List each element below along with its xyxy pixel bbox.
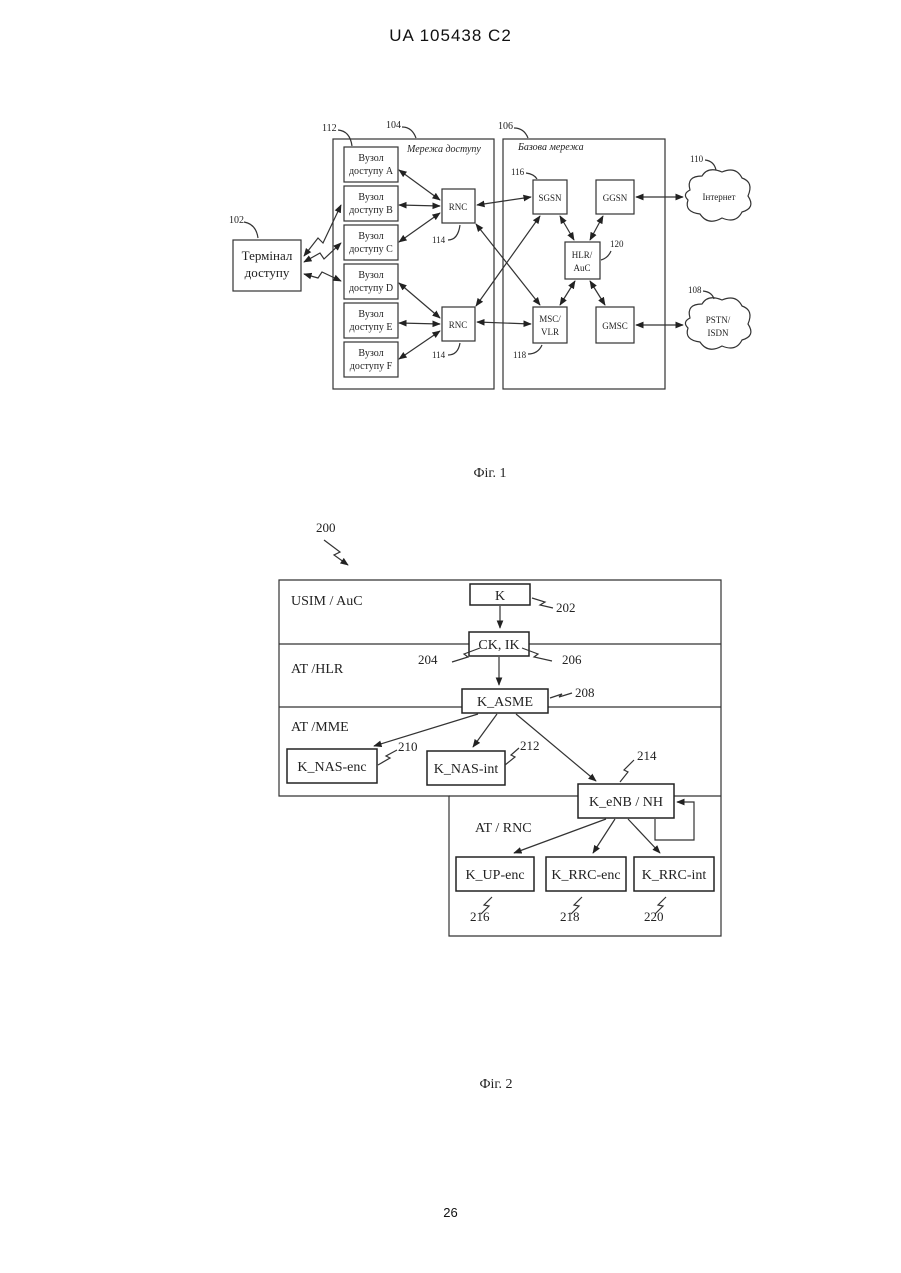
rnc-label: RNC [449,320,468,330]
access-node-d: Вузол доступу D [344,264,398,299]
msc-label: VLR [541,327,559,337]
access-node-label: доступу A [349,166,394,177]
nodes-ref: 112 [322,123,337,134]
key-k-nas-enc-label: K_NAS-enc [297,760,366,775]
access-node-f: Вузол доступу F [344,342,398,377]
key-k-enb-nh-label: K_eNB / NH [589,795,663,810]
core-network-label: Базова мережа [517,142,584,153]
figure-2-ref-arrow [324,540,348,565]
arrow-kenb-rrcenc [593,819,615,853]
key-k-rrc-int-ref: 220 [644,909,664,924]
layer-at-mme: AT /MME [291,720,349,735]
core-network-ref: 106 [498,121,513,132]
hlr-label: HLR/ [572,250,593,260]
terminal-label: Термінал [242,248,293,263]
key-k-rrc-int: K_RRC-int 220 [634,857,714,924]
figure-1: Мережа доступу 104 Базова мережа 106 112… [229,120,751,481]
key-k-nas-int-ref: 212 [520,738,540,753]
sgsn-label: SGSN [538,193,562,203]
rnc-ref: 114 [432,235,446,245]
ggsn-label: GGSN [603,193,628,203]
internet-ref: 110 [690,154,704,164]
arrow-kasme-nasenc [374,714,478,746]
key-k-up-enc-ref: 216 [470,909,490,924]
rnc-ref: 114 [432,350,446,360]
internet-label: Інтернет [703,192,736,202]
access-terminal: Термінал доступу 102 [229,215,301,291]
internet-cloud: Інтернет 110 [685,154,750,221]
access-node-label: Вузол [358,231,383,242]
access-network-ref: 104 [386,120,401,131]
layer-at-rnc: AT / RNC [475,821,532,836]
access-node-a: Вузол доступу A [344,147,398,182]
key-k-enb-nh: K_eNB / NH 214 [578,748,694,840]
pstn-ref: 108 [688,285,702,295]
access-node-label: доступу E [350,322,393,333]
key-k-nas-enc-ref: 210 [398,739,418,754]
msc-label: MSC/ [539,314,561,324]
access-node-c: Вузол доступу C [344,225,398,260]
hlr-ref: 120 [610,239,624,249]
access-node-label: доступу D [349,283,393,294]
access-node-label: Вузол [358,270,383,281]
terminal-label: доступу [245,265,290,280]
access-node-label: доступу F [350,361,393,372]
rnc-label: RNC [449,202,468,212]
ggsn: GGSN [596,180,634,214]
access-node-label: доступу C [349,244,393,255]
key-k-ref: 202 [556,600,576,615]
access-node-label: Вузол [358,192,383,203]
key-k-up-enc: K_UP-enc 216 [456,857,534,924]
pstn-label: ISDN [707,328,729,338]
key-k-up-enc-label: K_UP-enc [465,868,524,883]
leader-104 [402,127,416,138]
key-k-rrc-enc-ref: 218 [560,909,580,924]
key-k-asme-ref: 208 [575,685,595,700]
key-ck-ik-ref-right: 206 [562,652,582,667]
key-k-enb-nh-ref: 214 [637,748,657,763]
access-network-label: Мережа доступу [406,144,481,155]
figure-1-caption: Фіг. 1 [473,466,506,481]
pstn-label: PSTN/ [706,315,731,325]
key-ck-ik-label: CK, IK [478,638,519,653]
hlr-label: AuC [573,263,590,273]
access-node-label: Вузол [358,309,383,320]
access-node-e: Вузол доступу E [344,303,398,338]
access-node-label: доступу B [349,205,393,216]
arrow-kasme-nasint [473,714,497,747]
sgsn-ref: 116 [511,167,525,177]
key-ck-ik-ref-left: 204 [418,652,438,667]
access-node-b: Вузол доступу B [344,186,398,221]
layer-at-hlr: AT /HLR [291,662,344,677]
key-ck-ik: CK, IK 204 206 [418,632,582,667]
page-number: 26 [0,1205,901,1220]
figure-2: 200 USIM / AuC AT /HLR AT /MME AT / RNC … [279,520,721,1092]
key-k-asme-label: K_ASME [477,695,533,710]
pstn-cloud: PSTN/ ISDN 108 [685,285,750,349]
key-k-nas-enc: K_NAS-enc 210 [287,739,418,783]
key-k-nas-int-label: K_NAS-int [434,762,499,777]
key-k-label: K [495,589,505,604]
key-k-nas-int: K_NAS-int 212 [427,738,540,785]
msc-ref: 118 [513,350,527,360]
terminal-ref: 102 [229,215,244,226]
key-k: K 202 [470,584,576,615]
leader-106 [514,128,528,138]
figure-2-ref: 200 [316,520,336,535]
gmsc-label: GMSC [602,321,628,331]
figure-2-caption: Фіг. 2 [479,1077,512,1092]
access-node-label: Вузол [358,153,383,164]
key-k-rrc-int-label: K_RRC-int [642,868,707,883]
key-k-rrc-enc-label: K_RRC-enc [551,868,620,883]
access-node-label: Вузол [358,348,383,359]
gmsc: GMSC [596,307,634,343]
key-k-asme: K_ASME 208 [462,685,595,713]
layer-usim-auc: USIM / AuC [291,594,363,609]
key-k-rrc-enc: K_RRC-enc 218 [546,857,626,924]
